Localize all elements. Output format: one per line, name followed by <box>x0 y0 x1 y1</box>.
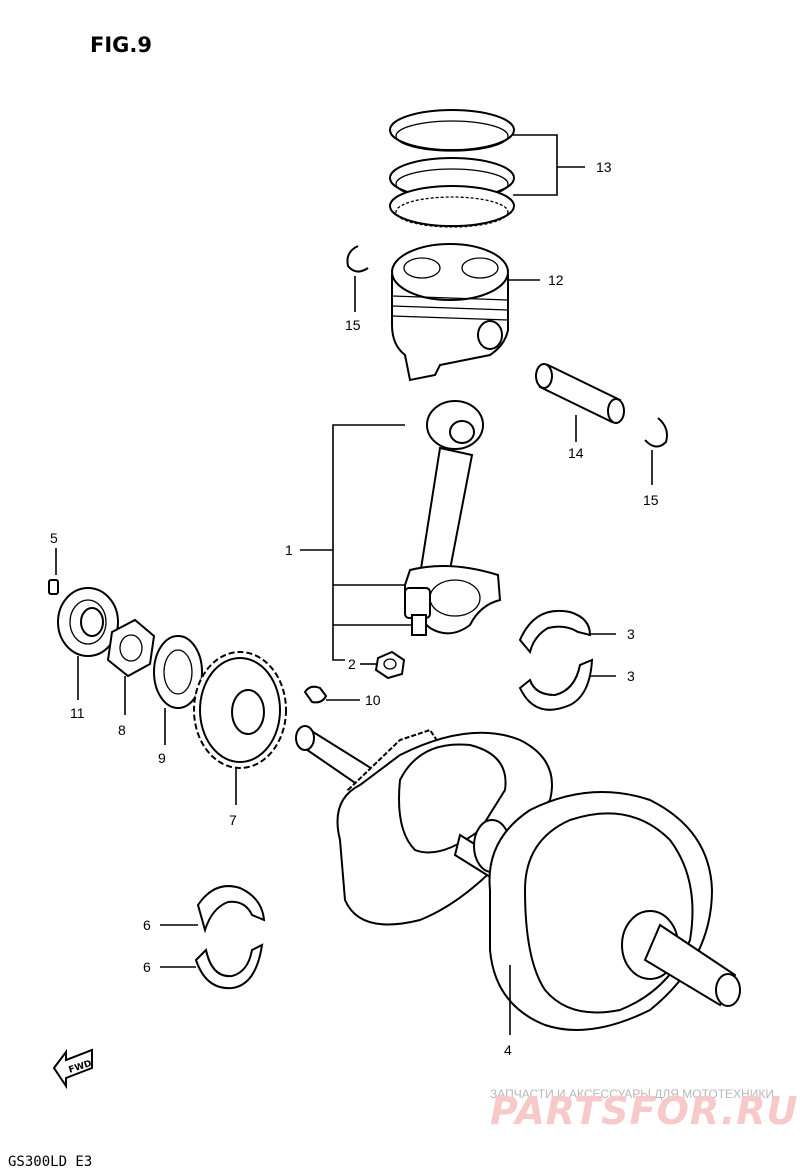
callout-8: 8 <box>118 722 126 738</box>
callout-9: 9 <box>158 750 166 766</box>
watermark-logo: PARTSFOR.RU <box>490 1089 798 1133</box>
callout-5: 5 <box>50 530 58 546</box>
piston-rings <box>389 109 515 228</box>
circlip-right <box>644 417 668 448</box>
callout-3-upper: 3 <box>627 626 635 642</box>
callout-15-left: 15 <box>345 317 361 333</box>
model-code: GS300LD E3 <box>8 1154 92 1170</box>
callout-4: 4 <box>504 1042 512 1058</box>
figure-title: FIG.9 <box>90 33 152 57</box>
woodruff-key <box>303 685 328 704</box>
callout-2: 2 <box>348 656 356 672</box>
rod-bearing-upper <box>518 609 592 655</box>
crankshaft <box>295 725 741 1031</box>
callout-6-upper: 6 <box>143 917 151 933</box>
callout-3-lower: 3 <box>627 668 635 684</box>
callout-10: 10 <box>365 692 381 708</box>
gear-nut <box>106 618 156 678</box>
callout-6-lower: 6 <box>143 959 151 975</box>
rod-nut <box>374 650 406 680</box>
rod-bearing-lower <box>518 658 594 711</box>
crank-bearing-upper <box>196 885 266 934</box>
callout-15-right: 15 <box>643 492 659 508</box>
callout-7: 7 <box>229 812 237 828</box>
callout-12: 12 <box>548 272 564 288</box>
crank-bearing-lower <box>194 943 264 990</box>
callout-13: 13 <box>596 159 612 175</box>
callout-14: 14 <box>568 445 584 461</box>
circlip-left <box>346 245 369 273</box>
watermark-caption: ЗАПЧАСТИ И АКСЕССУАРЫ ДЛЯ МОТОТЕХНИКИ <box>490 1087 774 1101</box>
leader-1 <box>332 424 405 661</box>
dowel-pin <box>48 579 59 595</box>
primary-drive-gear <box>193 651 287 769</box>
forward-arrow: FWD <box>52 1048 93 1090</box>
connecting-rod <box>404 400 502 636</box>
piston-pin <box>535 363 625 424</box>
gear-washer <box>153 635 203 709</box>
piston <box>391 243 509 382</box>
leader-13 <box>513 134 558 196</box>
callout-11: 11 <box>70 705 85 721</box>
crank-bearing <box>57 587 119 657</box>
callout-1: 1 <box>285 542 293 558</box>
